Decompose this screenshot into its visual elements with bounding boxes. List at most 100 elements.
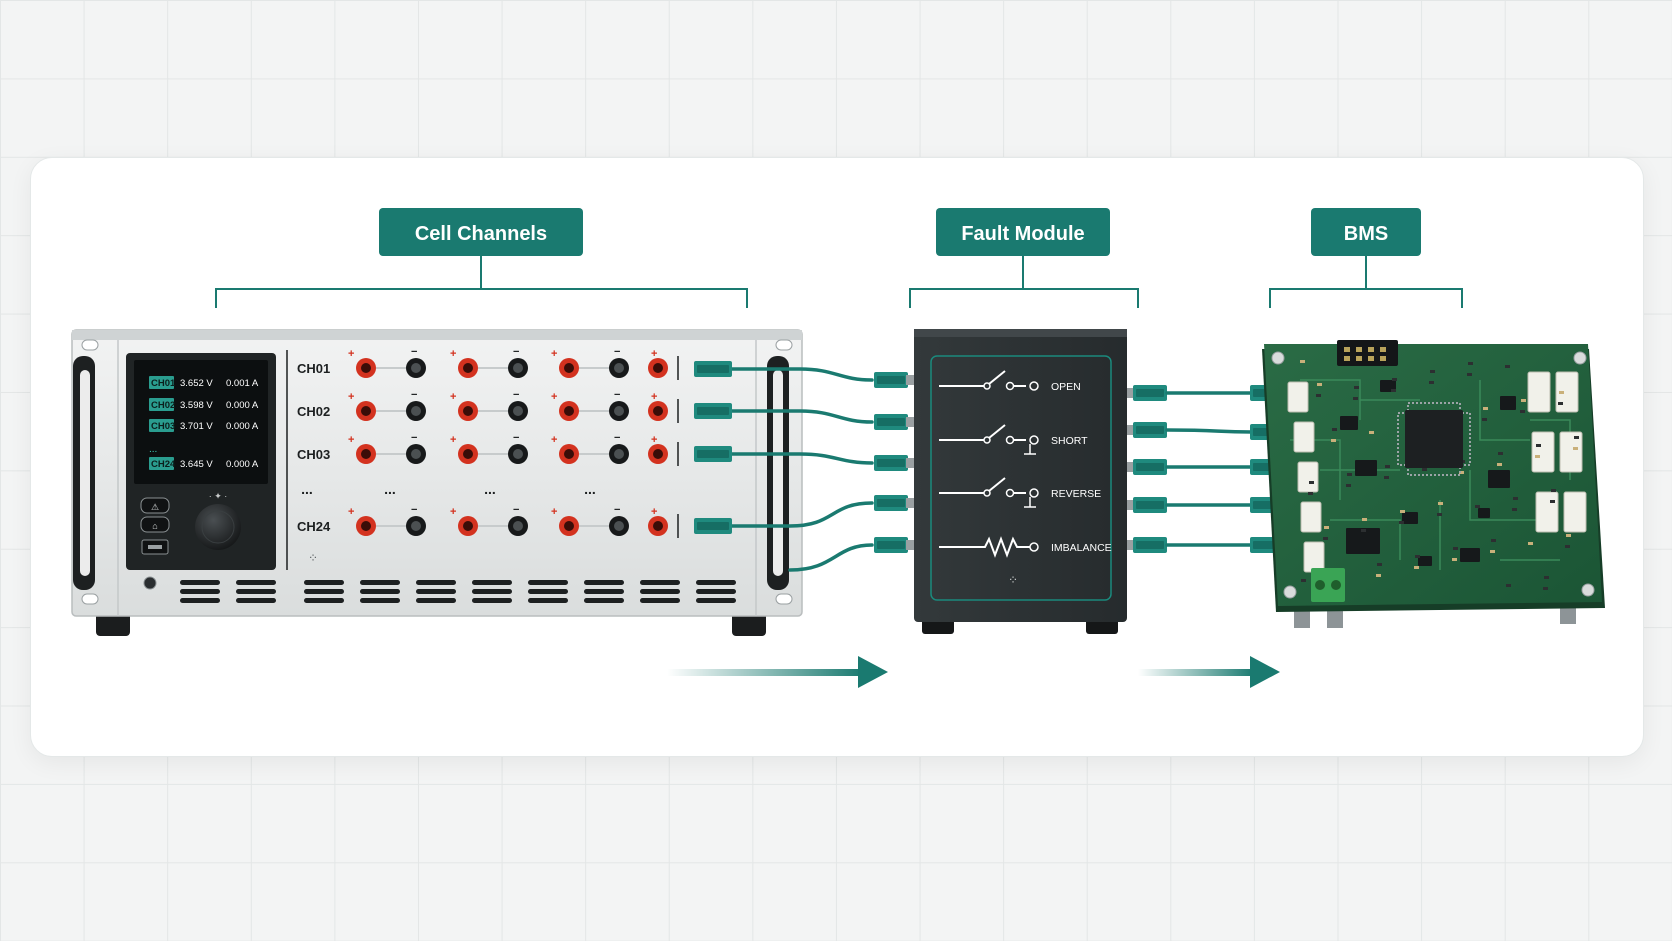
switch-symbol	[988, 370, 1006, 385]
channel-terminal-panel: CH01+−+−+−+CH02+−+−+−+CH03+−+−+−+CH24+−+…	[297, 346, 679, 565]
jst-connector	[1287, 381, 1309, 413]
module-panel-outline	[930, 355, 1112, 601]
module-body	[914, 329, 1127, 622]
chassis-top-rim	[72, 330, 802, 340]
fault-reverse: REVERSE	[939, 477, 1101, 508]
label-fault-module-text: Fault Module	[961, 223, 1084, 245]
plus-marker: +	[450, 506, 456, 518]
minus-marker: −	[411, 346, 417, 358]
ic-chip	[1460, 548, 1480, 562]
vent-slot	[528, 598, 568, 603]
minus-marker: −	[614, 432, 620, 444]
bracket-bms	[1269, 256, 1463, 308]
cable	[728, 409, 874, 424]
display-channel-voltage: 3.652 V	[180, 378, 213, 389]
panel-ellipsis: ...	[484, 481, 496, 497]
vent-slot	[416, 589, 456, 594]
jst-connector	[1303, 541, 1325, 573]
ic-chip	[1402, 512, 1418, 524]
plus-marker: +	[348, 391, 354, 403]
mounting-hole	[1573, 351, 1587, 365]
plus-marker: +	[551, 391, 557, 403]
panel-ellipsis: ...	[584, 481, 596, 497]
display-channel-id: CH01	[151, 378, 176, 389]
chassis-foot	[96, 612, 130, 636]
vent-slot	[640, 598, 680, 603]
pin-header	[1337, 340, 1398, 366]
chassis-foot	[732, 612, 766, 636]
panel-row-label: CH01	[297, 361, 330, 376]
soft-button-1[interactable]	[140, 497, 170, 514]
cable	[728, 367, 874, 382]
fault-label: REVERSE	[1051, 488, 1101, 500]
plus-marker: +	[450, 391, 456, 403]
display-channel-current: 0.000 A	[226, 421, 259, 432]
jst-connector	[1527, 371, 1551, 413]
vent-slot	[696, 580, 736, 585]
switch-symbol	[988, 477, 1006, 492]
lock-icon: ⌂	[152, 521, 157, 531]
minus-marker: −	[411, 432, 417, 444]
minus-marker: −	[614, 504, 620, 516]
vent-slot	[304, 589, 344, 594]
panel-row-label: CH03	[297, 447, 330, 462]
power-button[interactable]	[143, 576, 157, 590]
mounting-hole	[1581, 583, 1595, 597]
move-icon: ⁘	[1008, 573, 1018, 587]
resistor-symbol	[939, 536, 1030, 558]
minus-marker: −	[614, 346, 620, 358]
minus-marker: −	[513, 432, 519, 444]
soft-button-2[interactable]	[140, 516, 170, 533]
display-screen	[134, 360, 268, 484]
plus-marker: +	[551, 506, 557, 518]
jst-connector	[1535, 491, 1559, 533]
pcb-components	[1271, 351, 1595, 599]
vent-slot	[360, 580, 400, 585]
vent-slot	[416, 598, 456, 603]
display-channel-current: 0.001 A	[226, 378, 259, 389]
plus-marker: +	[348, 348, 354, 360]
minus-marker: −	[411, 389, 417, 401]
ic-chip	[1478, 508, 1490, 518]
display-channel-id: CH03	[151, 421, 175, 432]
display-ellipsis: ...	[149, 444, 157, 455]
panel-ellipsis: ...	[301, 481, 313, 497]
label-bms-text: BMS	[1344, 223, 1388, 245]
ic-chip	[1340, 416, 1358, 430]
display-channel-id: CH02	[151, 400, 175, 411]
mounting-hole	[1283, 585, 1297, 599]
plus-marker: +	[450, 434, 456, 446]
cables	[694, 361, 1290, 572]
vent-slot	[360, 598, 400, 603]
jst-connector	[1297, 461, 1319, 493]
plus-marker: +	[551, 348, 557, 360]
jst-connector	[1293, 421, 1315, 453]
vent-slot	[416, 580, 456, 585]
vent-slot	[584, 598, 624, 603]
display-channel-voltage: 3.645 V	[180, 459, 213, 470]
vent-slot	[236, 580, 276, 585]
switch-symbol	[988, 424, 1006, 439]
vent-slot	[640, 589, 680, 594]
flow-arrow-2	[1138, 656, 1280, 688]
vent-slot	[472, 589, 512, 594]
display-channel-current: 0.000 A	[226, 459, 259, 470]
vent-slot	[528, 589, 568, 594]
jst-connector	[1531, 431, 1555, 473]
cable	[728, 501, 874, 528]
ic-chip	[1355, 460, 1377, 476]
knob-scale-icon: · ✦ ·	[209, 491, 228, 501]
vent-slot	[304, 598, 344, 603]
cable	[788, 543, 874, 572]
ic-chip	[1346, 528, 1380, 554]
ic-chip	[1488, 470, 1510, 488]
display-channel-tag	[149, 398, 174, 411]
minus-marker: −	[513, 346, 519, 358]
plus-marker: +	[651, 506, 657, 518]
vent-slot	[696, 589, 736, 594]
panel-ellipsis: ...	[384, 481, 396, 497]
